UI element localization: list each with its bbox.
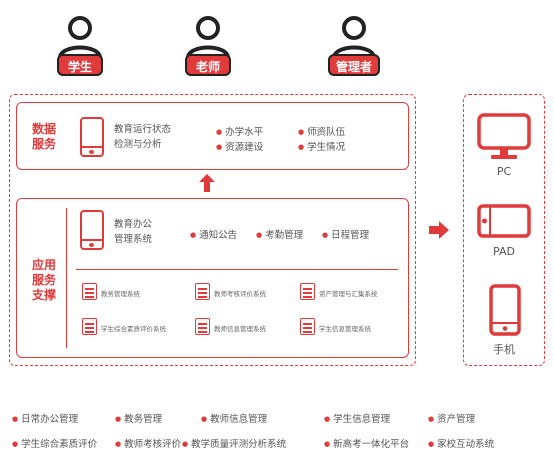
data-service-title-2: 服务 bbox=[32, 137, 57, 151]
document-icon bbox=[300, 318, 315, 335]
device-label-pc: PC bbox=[496, 165, 512, 178]
document-icon bbox=[195, 318, 210, 335]
person-icon bbox=[332, 16, 376, 58]
app-service-desc-1: 教育办公 bbox=[114, 219, 153, 230]
person-icon bbox=[186, 16, 230, 58]
document-icon bbox=[82, 318, 97, 335]
footer-item: 教师信息管理 bbox=[201, 411, 267, 425]
app-item: 通知公告 bbox=[190, 227, 237, 241]
device-label-pad: PAD bbox=[493, 245, 515, 258]
device-label-phone: 手机 bbox=[493, 343, 515, 356]
system-label: 教师考核评价系统 bbox=[214, 290, 266, 298]
data-service-panel bbox=[16, 102, 409, 170]
services-container bbox=[9, 94, 416, 366]
footer-item: 教学质量评测分析系统 bbox=[182, 436, 286, 450]
system-label: 学生综合素质评价系统 bbox=[101, 325, 166, 333]
user-label: 管理者 bbox=[328, 54, 380, 76]
footer-item: 资产管理 bbox=[428, 411, 475, 425]
user-label: 老师 bbox=[185, 54, 231, 76]
phone-icon bbox=[80, 210, 104, 250]
app-item: 考勤管理 bbox=[256, 227, 303, 241]
phone-icon bbox=[80, 117, 104, 157]
tablet-icon bbox=[477, 204, 531, 238]
mobile-icon bbox=[489, 284, 521, 336]
data-service-desc-1: 教育运行状态 bbox=[114, 124, 172, 135]
monitor-icon bbox=[477, 113, 531, 159]
user-teacher: 老师 bbox=[180, 14, 240, 80]
app-service-title-3: 支撑 bbox=[32, 288, 57, 302]
footer-item: 家校互动系统 bbox=[428, 436, 494, 450]
document-icon bbox=[195, 283, 210, 300]
app-service-title-1: 应用 bbox=[32, 258, 57, 272]
system-label: 学生信息管理系统 bbox=[319, 325, 371, 333]
app-service-desc-2: 管理系统 bbox=[114, 234, 153, 245]
person-icon bbox=[58, 16, 102, 58]
footer-item: 新高考一体化平台 bbox=[324, 436, 409, 450]
right-arrow-icon bbox=[429, 221, 449, 239]
app-service-title-2: 服务 bbox=[32, 273, 57, 287]
user-admin: 管理者 bbox=[326, 14, 386, 80]
user-student: 学生 bbox=[52, 14, 112, 80]
footer-item: 学生综合素质评价 bbox=[12, 436, 97, 450]
user-label: 学生 bbox=[57, 54, 103, 76]
data-item: 师资队伍 bbox=[298, 124, 345, 138]
data-item: 办学水平 bbox=[216, 124, 263, 138]
app-item: 日程管理 bbox=[322, 227, 369, 241]
up-arrow-icon bbox=[199, 174, 215, 192]
data-item: 资源建设 bbox=[216, 139, 263, 153]
document-icon bbox=[300, 283, 315, 300]
footer-item: 教师考核评价 bbox=[115, 436, 181, 450]
system-label: 教师信息管理系统 bbox=[214, 325, 266, 333]
horizontal-divider bbox=[76, 269, 398, 270]
footer-item: 日常办公管理 bbox=[12, 411, 78, 425]
data-item: 学生情况 bbox=[298, 139, 345, 153]
document-icon bbox=[82, 283, 97, 300]
system-label: 教务管理系统 bbox=[101, 290, 140, 298]
data-service-title-1: 数据 bbox=[32, 122, 57, 136]
footer-item: 学生信息管理 bbox=[324, 411, 390, 425]
footer-item: 教务管理 bbox=[115, 411, 162, 425]
system-label: 资产管理与汇集系统 bbox=[319, 290, 378, 298]
app-service-panel bbox=[16, 198, 409, 358]
vertical-divider bbox=[66, 208, 67, 348]
devices-container bbox=[463, 94, 545, 366]
data-service-desc-2: 检测与分析 bbox=[114, 139, 162, 150]
